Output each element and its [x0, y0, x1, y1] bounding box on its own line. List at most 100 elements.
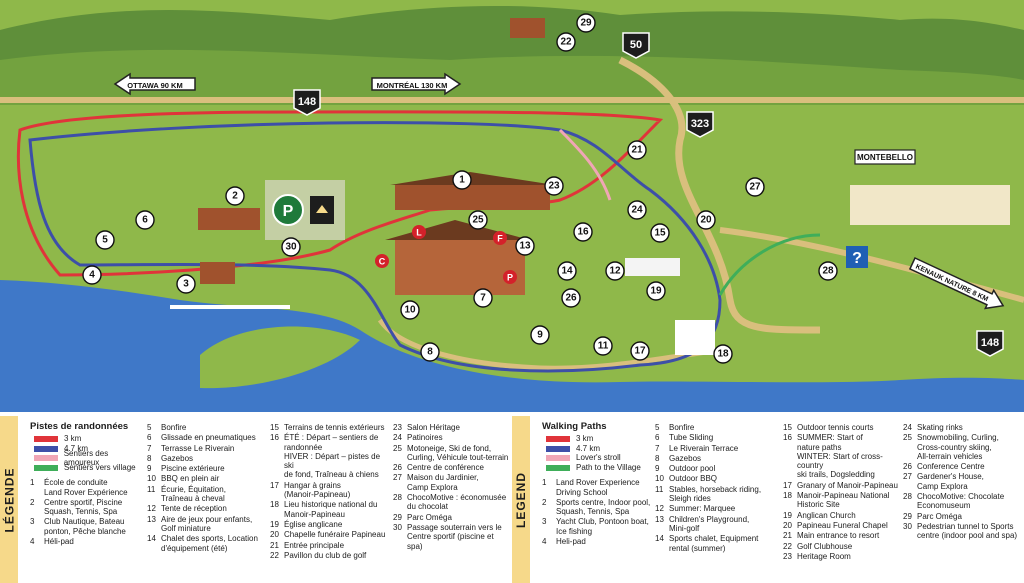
- facility-badge-P: P: [503, 270, 517, 284]
- map-marker-22[interactable]: 22: [556, 32, 576, 52]
- chateau-building: [395, 185, 550, 210]
- trail-green: [718, 233, 821, 296]
- map-marker-17[interactable]: 17: [630, 341, 650, 361]
- legend-entry-number: 25: [393, 443, 402, 453]
- legend-entry-text: Skating rinks: [917, 423, 963, 432]
- legend-entry-number: 7: [655, 443, 660, 453]
- map-marker-28[interactable]: 28: [818, 261, 838, 281]
- highway-shield: 148: [976, 330, 1004, 357]
- map-marker-3[interactable]: 3: [176, 274, 196, 294]
- legend-entry-number: 21: [783, 531, 792, 541]
- legend-entry-number: 15: [270, 423, 279, 432]
- legend-entry-text: Gazebos: [669, 453, 702, 463]
- legend-entry-number: 10: [147, 474, 156, 484]
- trail-pink: [558, 128, 612, 201]
- legend-entry-number: 5: [655, 423, 660, 432]
- map-marker-18[interactable]: 18: [713, 344, 733, 364]
- marker-number: 4: [89, 270, 95, 281]
- legend-entry-text: ChocoMotive: Chocolate Economuseum: [917, 492, 1005, 511]
- legend-entry-number: 12: [655, 504, 664, 514]
- legend-entry-number: 3: [542, 517, 547, 527]
- map-marker-12[interactable]: 12: [605, 261, 625, 281]
- shield-shape: [686, 111, 714, 138]
- shield-number: 50: [630, 39, 642, 51]
- badge-letter: L: [416, 228, 422, 238]
- map-marker-10[interactable]: 10: [400, 300, 420, 320]
- legend-entry-number: 11: [655, 484, 664, 494]
- legend-entry: 16 SUMMER: Start of nature paths WINTER: …: [783, 433, 903, 479]
- map-marker-26[interactable]: 26: [561, 288, 581, 308]
- map-marker-25[interactable]: 25: [468, 210, 488, 230]
- legend-entry-text: Centre de conférence: [407, 463, 484, 473]
- legend-entry-text: Club Nautique, Bateau ponton, Pêche blan…: [44, 517, 126, 536]
- map-marker-11[interactable]: 11: [593, 336, 613, 356]
- marker-number: 1: [459, 175, 465, 186]
- marker-circle: [225, 186, 245, 206]
- map-marker-9[interactable]: 9: [530, 325, 550, 345]
- marker-circle: [650, 223, 670, 243]
- map-marker-20[interactable]: 20: [696, 210, 716, 230]
- trail-label: Lover's stroll: [576, 453, 621, 463]
- resort-road: [377, 318, 721, 371]
- marker-number: 2: [232, 191, 238, 202]
- map-marker-8[interactable]: 8: [420, 342, 440, 362]
- map-marker-5[interactable]: 5: [95, 230, 115, 250]
- legend-entry-number: 4: [30, 537, 35, 547]
- legend-entry-text: BBQ en plein air: [161, 474, 220, 484]
- map-marker-24[interactable]: 24: [627, 200, 647, 220]
- legend-entry-number: 20: [783, 520, 792, 530]
- map-marker-6[interactable]: 6: [135, 210, 155, 230]
- legend-entry-text: École de conduite Land Rover Expérience: [44, 478, 128, 497]
- map-marker-15[interactable]: 15: [650, 223, 670, 243]
- map-marker-23[interactable]: 23: [544, 176, 564, 196]
- shield-shape: [622, 32, 650, 59]
- legend-entry-text: Salon Héritage: [407, 423, 460, 432]
- legend-entry-number: 16: [783, 433, 792, 443]
- legend-entry-text: Bonfire: [669, 423, 695, 432]
- legend-entry-number: 29: [903, 511, 912, 521]
- map-marker-27[interactable]: 27: [745, 177, 765, 197]
- map-marker-1[interactable]: 1: [452, 170, 472, 190]
- map-marker-7[interactable]: 7: [473, 288, 493, 308]
- legend-entry-text: Gardener's House, Camp Explora: [917, 472, 984, 491]
- info-icon: ?: [852, 250, 862, 267]
- map-marker-2[interactable]: 2: [225, 186, 245, 206]
- map-marker-14[interactable]: 14: [557, 261, 577, 281]
- map-marker-29[interactable]: 29: [576, 13, 596, 33]
- marker-circle: [468, 210, 488, 230]
- map-marker-13[interactable]: 13: [515, 236, 535, 256]
- trail-swatch: [546, 455, 570, 462]
- map-marker-4[interactable]: 4: [82, 265, 102, 285]
- legend-entry-number: 27: [393, 473, 402, 483]
- legend-entry-text: Sports centre, Indoor pool, Squash, Tenn…: [556, 497, 651, 517]
- marker-number: 30: [285, 242, 297, 253]
- shield-number: 148: [981, 337, 999, 349]
- legend-entry-number: 13: [655, 514, 664, 524]
- map-marker-21[interactable]: 21: [627, 140, 647, 160]
- legend-entry-number: 1: [30, 478, 35, 488]
- map-marker-16[interactable]: 16: [573, 222, 593, 242]
- legend-trail-row: 3 km: [30, 434, 145, 444]
- marker-number: 13: [519, 241, 531, 252]
- legend-entry-text: Bonfire: [161, 423, 187, 432]
- legend-entry-number: 17: [270, 480, 279, 490]
- badge-circle: [412, 225, 426, 239]
- map-marker-30[interactable]: 30: [281, 237, 301, 257]
- legend-entry-text: SUMMER: Start of nature paths WINTER: St…: [797, 433, 883, 480]
- legend-entry-text: Église anglicane: [284, 519, 343, 529]
- marker-number: 26: [565, 293, 577, 304]
- map-marker-19[interactable]: 19: [646, 281, 666, 301]
- village-houses: [850, 185, 1010, 225]
- mid-hills: [0, 49, 1024, 105]
